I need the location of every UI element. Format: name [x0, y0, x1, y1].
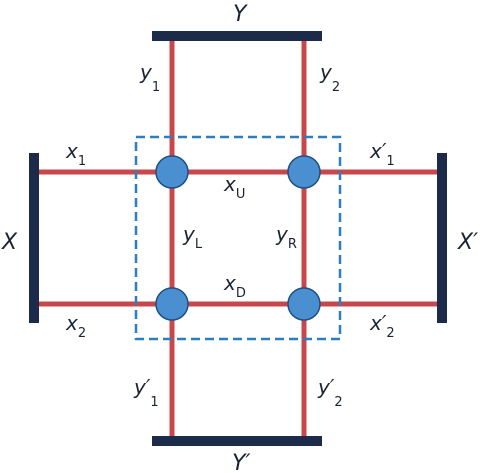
terminal-bars	[29, 31, 447, 446]
label-Xprime: X′	[457, 230, 478, 255]
node-upper-left	[155, 155, 189, 189]
label-Yprime: Y′	[232, 451, 250, 473]
label-yprime1: y′1	[133, 375, 159, 410]
junction-nodes	[155, 155, 321, 321]
bar-right-Xprime	[437, 153, 447, 323]
node-upper-right	[287, 155, 321, 189]
label-y1: y1	[139, 60, 160, 95]
node-lower-right	[287, 287, 321, 321]
label-X: X	[1, 230, 18, 255]
label-xD: xD	[223, 271, 246, 301]
bar-left-X	[29, 153, 39, 323]
bar-top-Y	[152, 31, 322, 41]
label-yprime2: y′2	[317, 375, 343, 410]
bar-bottom-Yprime	[152, 436, 322, 446]
dashed-region-box	[134, 135, 342, 341]
label-xprime2: x′2	[369, 311, 395, 341]
label-x2: x2	[65, 311, 86, 341]
label-yR: yR	[275, 222, 297, 252]
label-x1: x1	[65, 139, 86, 169]
label-Y: Y	[233, 2, 248, 27]
label-xprime1: x′1	[369, 139, 395, 169]
wires	[34, 36, 442, 440]
node-lower-left	[155, 287, 189, 321]
label-yL: yL	[182, 222, 203, 252]
label-y2: y2	[319, 60, 340, 95]
label-xU: xU	[223, 172, 245, 202]
